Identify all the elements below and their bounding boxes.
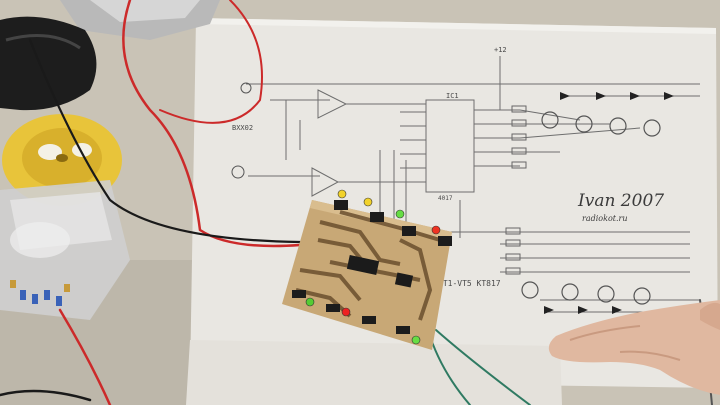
- led-1: [337, 189, 347, 199]
- led-3: [395, 209, 405, 219]
- ic-chip: [346, 255, 380, 275]
- foil-and-pouch: [0, 0, 220, 111]
- chip-label: IC1: [446, 92, 459, 100]
- brand-title: Ivan 2007: [577, 191, 664, 211]
- led-4: [431, 225, 441, 235]
- led-7: [411, 335, 421, 345]
- second-sheet: [186, 340, 562, 405]
- brand-url: radiokot.ru: [582, 214, 628, 223]
- supply-label: +12: [494, 46, 507, 54]
- led-5: [305, 297, 315, 307]
- transistor-row-label: VT1-VT5 KT817: [438, 279, 501, 288]
- pcb-board: [282, 189, 452, 350]
- hand: [548, 300, 720, 395]
- ic-chip-small: [394, 272, 414, 288]
- led-6: [341, 307, 351, 317]
- chip-part-label: 4017: [438, 195, 453, 202]
- component-bags: [0, 180, 130, 320]
- led-2: [363, 197, 373, 207]
- left-label-top: BXX02: [232, 124, 253, 132]
